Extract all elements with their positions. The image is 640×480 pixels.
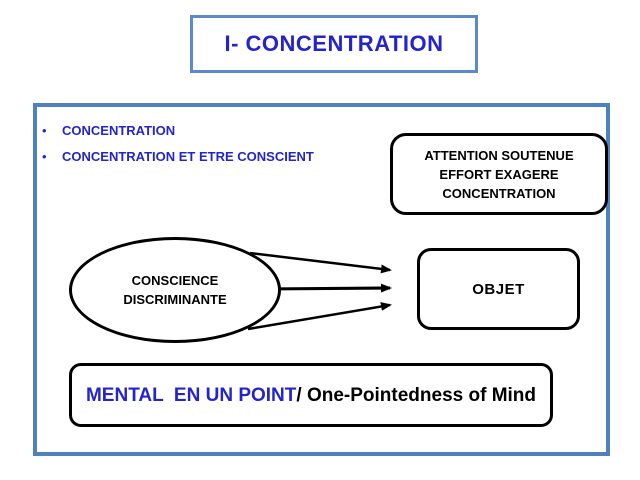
attention-line-2: EFFORT EXAGERE: [439, 166, 559, 182]
objet-label: OBJET: [472, 280, 525, 298]
bullet-icon: •: [42, 123, 47, 138]
mental-en-un-point-box: MENTAL EN UN POINT/ One-Pointedness of M…: [69, 363, 553, 427]
attention-line-3: CONCENTRATION: [442, 185, 556, 201]
caption-highlight: MENTAL EN UN POINT: [85, 384, 297, 406]
bullet-text: CONCENTRATION: [62, 123, 176, 138]
caption-rest: / One-Pointedness of Mind: [296, 384, 537, 406]
ellipse-line-2: DISCRIMINANTE: [123, 292, 227, 307]
caption: MENTAL EN UN POINT/ One-Pointedness of M…: [80, 382, 542, 409]
attention-soutenue-box: ATTENTION SOUTENUE EFFORT EXAGERE CONCEN…: [390, 133, 608, 215]
conscience-ellipse: CONSCIENCE DISCRIMINANTE: [69, 237, 281, 343]
objet-box: OBJET: [417, 248, 580, 330]
slide-title: I- CONCENTRATION: [224, 31, 444, 56]
attention-line-1: ATTENTION SOUTENUE: [424, 147, 574, 163]
slide-title-box: I- CONCENTRATION: [190, 15, 478, 73]
bullet-icon: •: [42, 149, 47, 164]
bullet-list: • CONCENTRATION • CONCENTRATION ET ETRE …: [42, 118, 314, 170]
bullet-text: CONCENTRATION ET ETRE CONSCIENT: [62, 149, 314, 164]
list-item: • CONCENTRATION: [42, 118, 314, 144]
ellipse-line-1: CONSCIENCE: [131, 273, 219, 288]
list-item: • CONCENTRATION ET ETRE CONSCIENT: [42, 144, 314, 170]
